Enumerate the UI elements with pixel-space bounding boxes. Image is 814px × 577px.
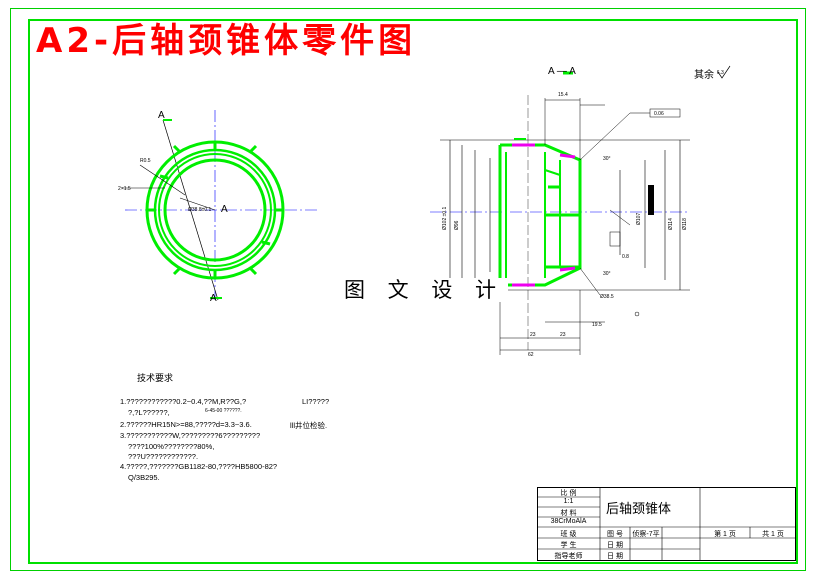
tech-line: Q/3B295. bbox=[128, 473, 160, 482]
section-title: A — A bbox=[548, 66, 576, 77]
svg-text:19.5: 19.5 bbox=[592, 322, 602, 328]
roughness-label: 其余 bbox=[694, 70, 714, 81]
date-label: 日 期 bbox=[607, 553, 623, 560]
svg-text:0.8: 0.8 bbox=[622, 254, 629, 260]
title-block bbox=[537, 487, 796, 561]
tech-side-note: 6-45-00 ??????. bbox=[205, 408, 242, 414]
svg-text:Ø102 ±0.1: Ø102 ±0.1 bbox=[442, 206, 448, 230]
scale-value: 1:1 bbox=[563, 498, 574, 505]
center-label: A bbox=[221, 204, 228, 215]
sheet-total: 共 1 页 bbox=[762, 531, 784, 538]
class-label: 班 级 bbox=[560, 531, 577, 538]
svg-text:Ø38.8±0.1: Ø38.8±0.1 bbox=[188, 207, 212, 213]
sheet-number: 第 1 页 bbox=[714, 531, 736, 538]
part-name: 后轴颈锥体 bbox=[606, 502, 672, 517]
drawing-no-label: 图 号 bbox=[607, 531, 623, 538]
roughness-note: 其余 6.3 bbox=[694, 66, 724, 81]
material-value: 38CrMoAlA bbox=[550, 518, 587, 525]
end-view: Ø38.8±0.1 R0.5 2×1.5 bbox=[118, 110, 320, 301]
svg-text:15.4: 15.4 bbox=[558, 92, 568, 98]
drawing-no-value: 侦察-7平 bbox=[632, 531, 660, 538]
tech-line: 3.???????????W,?????????6????????? bbox=[120, 431, 261, 440]
svg-text:Ø96: Ø96 bbox=[454, 220, 460, 230]
outer-border bbox=[10, 8, 806, 571]
svg-text:Ø38.5: Ø38.5 bbox=[600, 294, 614, 300]
roughness-symbol bbox=[717, 65, 731, 79]
svg-text:2×1.5: 2×1.5 bbox=[118, 186, 131, 192]
tech-line: ?,?L??????, bbox=[128, 408, 170, 417]
date-label: 日 期 bbox=[607, 542, 623, 549]
drawing-title: A2-后轴颈锥体零件图 bbox=[36, 21, 417, 61]
tech-requirements-title: 技术要求 bbox=[137, 374, 174, 384]
svg-text:23: 23 bbox=[560, 332, 566, 338]
roughness-value: 6.3 bbox=[716, 70, 724, 76]
tech-line: ???U????????????. bbox=[128, 452, 199, 461]
tech-side-note: lll井位检验. bbox=[290, 421, 328, 430]
inner-border bbox=[28, 19, 798, 564]
svg-text:R0.5: R0.5 bbox=[140, 158, 151, 164]
section-marker-top: A bbox=[158, 110, 165, 121]
tech-line: 2.??????HR15N>=88,?????d=3.3~3.6. bbox=[120, 420, 252, 429]
svg-text:62: 62 bbox=[528, 352, 534, 358]
material-label: 材 料 bbox=[560, 510, 577, 517]
scale-label: 比 例 bbox=[560, 490, 577, 497]
svg-text:Ø118: Ø118 bbox=[682, 218, 688, 230]
watermark: 图 文 设 计 bbox=[340, 278, 509, 302]
section-view: 15.4 0.06 Ø38.5 62 23 23 19.5 0.8 30° 30… bbox=[430, 71, 690, 358]
teacher-label: 指导老师 bbox=[554, 553, 583, 560]
student-label: 学 生 bbox=[560, 542, 577, 549]
title-block-grid bbox=[537, 487, 796, 561]
tech-line: ????100%????????80%, bbox=[128, 442, 215, 451]
svg-text:0.06: 0.06 bbox=[654, 111, 664, 117]
svg-text:30°: 30° bbox=[603, 271, 611, 277]
tech-line: 4.?????,???????GB1182-80,????HB5800-82? bbox=[120, 462, 278, 471]
svg-text:23: 23 bbox=[530, 332, 536, 338]
svg-text:30°: 30° bbox=[603, 156, 611, 162]
svg-text:Ø114: Ø114 bbox=[668, 218, 674, 230]
tech-line: 1.????????????0.2~0.4,??M,R??G,? bbox=[120, 397, 247, 406]
tech-side-note: LI????? bbox=[302, 397, 330, 406]
section-marker-bottom: A bbox=[210, 293, 217, 304]
svg-text:Ø107: Ø107 bbox=[636, 213, 642, 225]
